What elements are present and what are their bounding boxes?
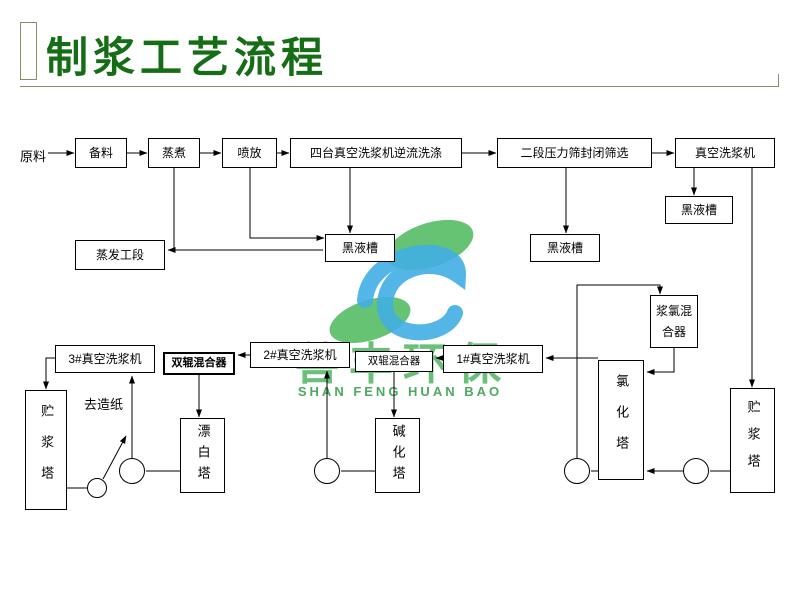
label-to-paper: 去造纸	[84, 397, 124, 412]
pump-bleach	[119, 458, 145, 484]
node-stock-tower-right: 贮浆塔	[730, 388, 775, 493]
logo-swoosh	[357, 244, 466, 341]
arrow-mixer-to-chlorination-tower	[646, 348, 675, 375]
node-roll-mixer-left: 双辊混合器	[163, 352, 235, 375]
node-washer2: 2#真空洗浆机	[250, 342, 350, 368]
arrow-blow-to-blackliquor-mid	[249, 168, 325, 241]
title-frame-box	[20, 22, 37, 80]
node-alkali-tower: 碱化塔	[375, 418, 420, 493]
pump-chlorine-mix	[564, 458, 590, 484]
node-roll-mixer-right: 双辊混合器	[355, 351, 433, 372]
arrow-washer3-to-stocktower-left	[43, 357, 55, 390]
node-black-liquor-mid2: 黑液槽	[530, 234, 600, 262]
node-pressure-screen: 二段压力筛封闭筛选	[497, 138, 652, 168]
node-counter-wash: 四台真空洗浆机逆流洗涤	[290, 138, 462, 168]
company-logo	[329, 219, 474, 344]
pump-stock-right	[683, 458, 709, 484]
logo-en-text: SHAN FENG HUAN BAO	[297, 384, 503, 399]
node-bleach-tower: 漂白塔	[180, 418, 225, 493]
node-washer1: 1#真空洗浆机	[443, 345, 543, 373]
node-washer3: 3#真空洗浆机	[55, 345, 155, 373]
page-title: 制浆工艺流程	[46, 36, 329, 82]
title-underline	[20, 86, 779, 87]
pump-to-paper	[87, 478, 107, 498]
node-cook: 蒸煮	[148, 138, 200, 168]
node-black-liquor-mid: 黑液槽	[325, 234, 395, 262]
node-vacuum-washer: 真空洗浆机	[675, 138, 775, 168]
node-prep: 备料	[75, 138, 127, 168]
title-underline-tick	[778, 74, 779, 86]
node-chlorination-tower: 氯化塔	[598, 360, 644, 480]
pump-alkali	[314, 458, 340, 484]
arrow-to-papermaking	[102, 435, 127, 480]
node-blow: 喷放	[222, 138, 277, 168]
label-raw-material: 原料	[20, 149, 47, 164]
node-black-liquor-right: 黑液槽	[665, 196, 733, 224]
node-pulp-chlorine-mixer: 浆氯混合器	[650, 295, 698, 348]
arrow-pump-to-chlorine-mixer	[576, 284, 663, 458]
node-stock-tower-left: 贮浆塔	[25, 390, 67, 510]
node-evaporation: 蒸发工段	[75, 240, 165, 270]
